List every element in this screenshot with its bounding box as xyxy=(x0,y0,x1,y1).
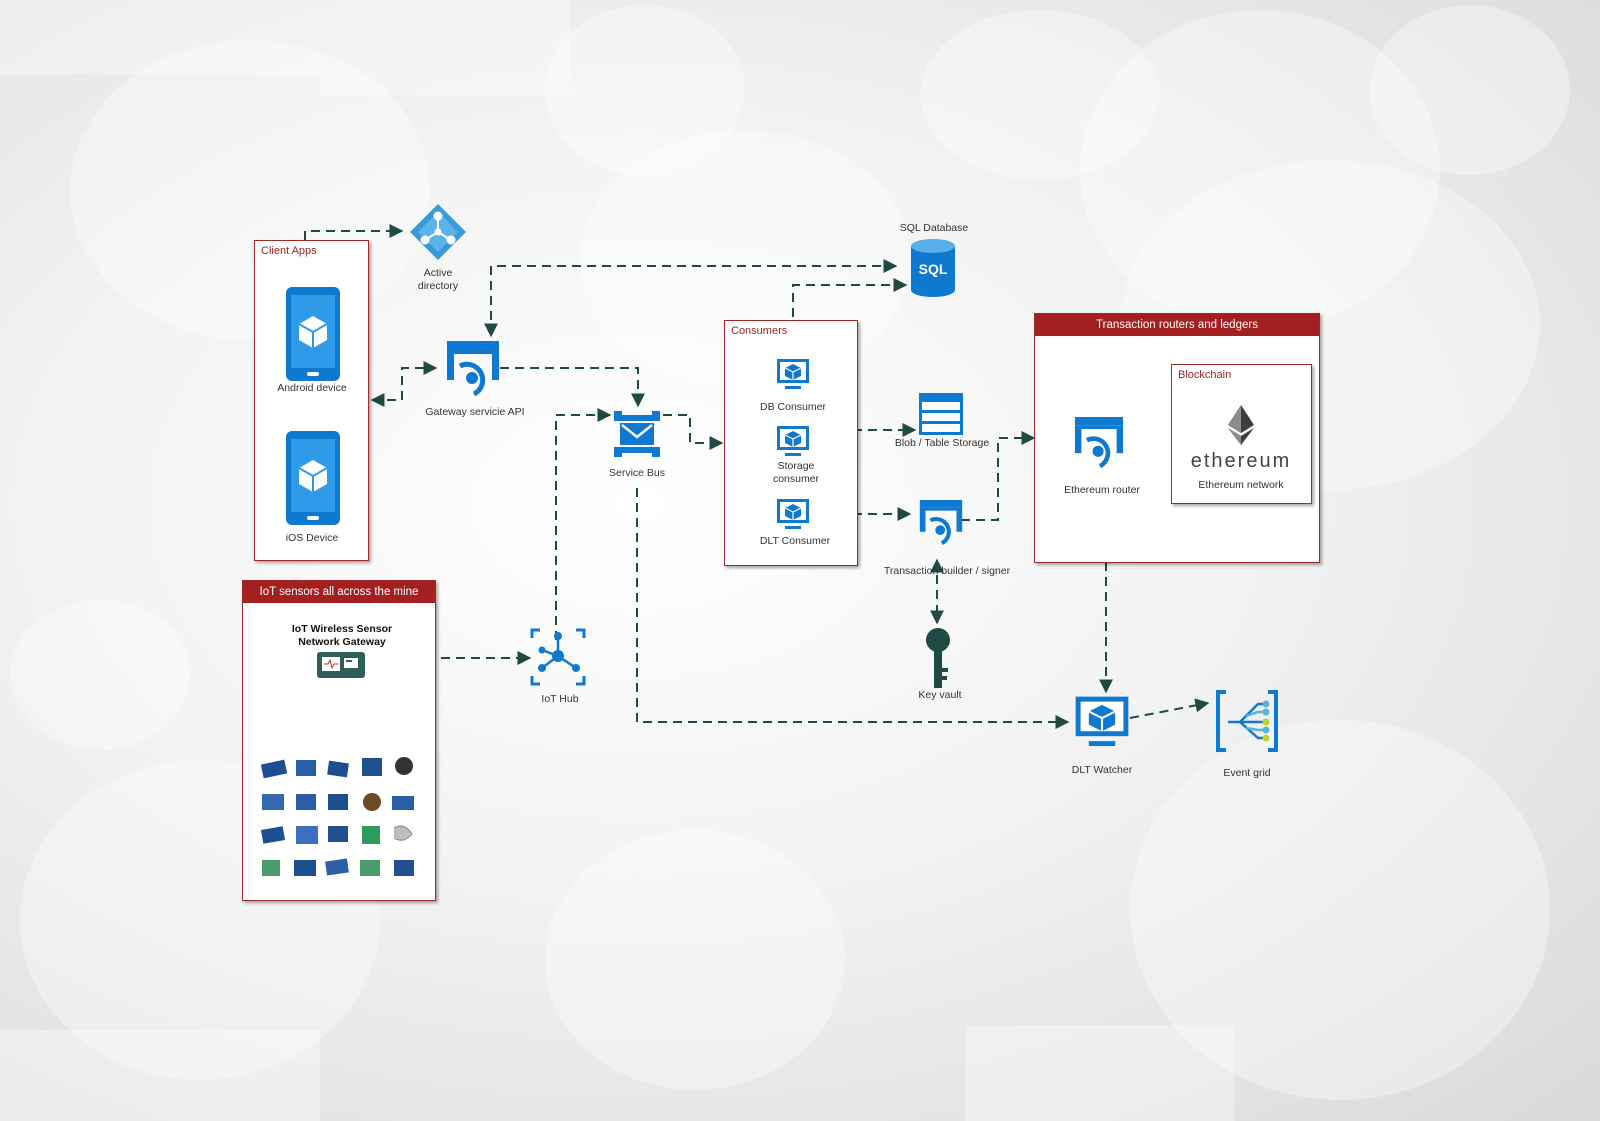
edge-iothub-servicebus xyxy=(555,408,612,640)
iot-hub-icon xyxy=(530,628,586,686)
dlt-consumer-label: DLT Consumer xyxy=(759,535,831,547)
table-storage-icon xyxy=(919,393,963,435)
blockchain-title: Blockchain xyxy=(1178,369,1232,381)
edge-clientapps-activedirectory xyxy=(304,224,404,240)
blob-storage-label: Blob / Table Storage xyxy=(894,437,990,449)
edge-servicebus-watcher xyxy=(636,488,1070,729)
edge-gateway-servicebus xyxy=(500,367,645,408)
ios-device-label: iOS Device xyxy=(285,532,339,544)
iot-hub-label: IoT Hub xyxy=(541,693,579,705)
event-grid-icon xyxy=(1216,690,1278,752)
blockchain-group: Blockchain xyxy=(1171,364,1312,504)
sensor-board-icon xyxy=(260,757,414,876)
virtual-machine-icon xyxy=(777,499,809,529)
iot-sensors-group: IoT sensors all across the mine xyxy=(242,580,436,901)
edge-servicebus-consumers xyxy=(663,414,724,450)
storage-consumer-label: Storage consumer xyxy=(772,460,820,485)
client-apps-title: Client Apps xyxy=(261,245,317,257)
key-vault-label: Key vault xyxy=(918,689,962,701)
active-directory-icon xyxy=(410,204,466,260)
virtual-machine-icon xyxy=(777,426,809,456)
android-device-label: Android device xyxy=(277,382,347,394)
dlt-watcher-label: DLT Watcher xyxy=(1071,764,1133,776)
sql-database-label: SQL Database xyxy=(899,222,969,234)
event-grid-label: Event grid xyxy=(1223,767,1271,779)
sensor-grid xyxy=(260,756,428,890)
service-bus-label: Service Bus xyxy=(608,467,666,479)
iot-gateway-label: IoT Wireless Sensor Network Gateway xyxy=(291,623,393,648)
edge-txbuilder-router xyxy=(961,431,1036,521)
db-consumer-label: DB Consumer xyxy=(760,401,826,413)
sql-database-icon: SQL xyxy=(911,239,955,297)
edge-sql-gateway xyxy=(484,259,898,338)
iot-gateway-device-icon xyxy=(317,652,365,678)
transaction-title: Transaction routers and ledgers xyxy=(1035,314,1319,336)
ethereum-wordmark: ethereum xyxy=(1190,450,1292,472)
virtual-machine-icon xyxy=(777,359,809,389)
mobile-device-icon xyxy=(286,287,340,381)
gateway-api-label: Gateway servicie API xyxy=(425,406,525,418)
edge-android-gateway xyxy=(370,361,438,407)
ethereum-network-label: Ethereum network xyxy=(1198,479,1284,491)
service-bus-icon xyxy=(614,411,660,457)
edge-dbconsumer-sql xyxy=(792,278,908,362)
active-directory-label: Active directory xyxy=(417,267,459,292)
api-gateway-icon xyxy=(447,341,499,396)
ethereum-router-label: Ethereum router xyxy=(1064,484,1140,496)
sql-text: SQL xyxy=(919,261,948,277)
key-vault-icon xyxy=(926,628,950,688)
edge-watcher-eventgrid xyxy=(1129,698,1210,719)
ethereum-icon xyxy=(1228,405,1254,445)
iot-sensors-title: IoT sensors all across the mine xyxy=(243,581,435,603)
consumers-title: Consumers xyxy=(731,325,788,337)
api-gateway-icon xyxy=(1074,417,1124,469)
tx-builder-label: Transaction builder / signer xyxy=(883,565,1011,577)
api-gateway-icon xyxy=(919,500,963,545)
mobile-device-icon xyxy=(286,431,340,525)
virtual-machine-icon xyxy=(1075,696,1129,747)
